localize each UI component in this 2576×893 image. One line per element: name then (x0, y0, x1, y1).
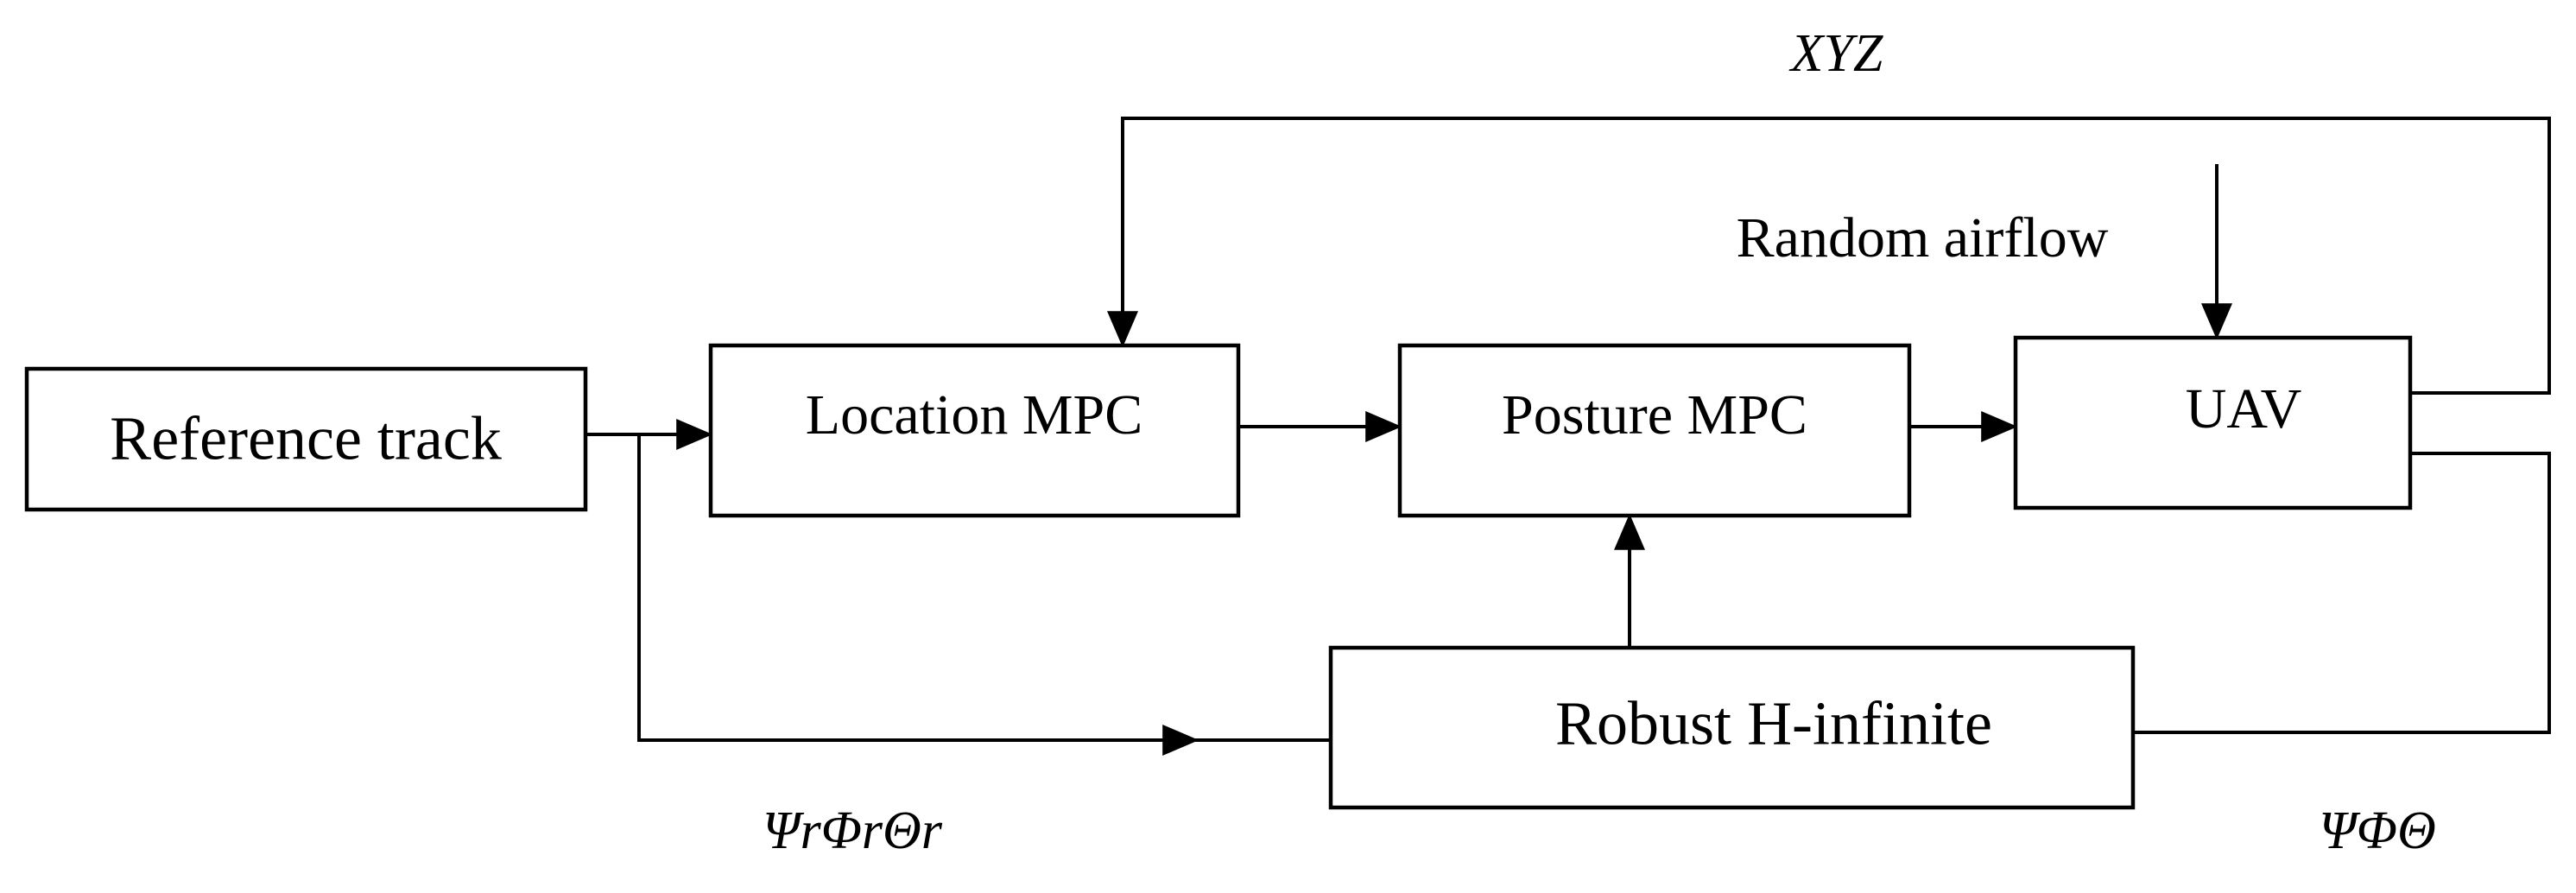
reference-track-block: Reference track (24, 366, 588, 512)
xyz-signal-label: XYZ (1788, 24, 1883, 83)
location-mpc-block: Location MPC (708, 343, 1241, 518)
reference-track-label: Reference track (110, 404, 502, 473)
reference-to-robust-path (637, 434, 1331, 742)
xyz-feedback-path (1107, 117, 2551, 395)
uav-label: UAV (2186, 377, 2301, 440)
posture-mpc-block: Posture MPC (1397, 343, 1912, 518)
measured-angles-label: ΨΦΘ (2319, 801, 2436, 860)
posture-mpc-label: Posture MPC (1502, 383, 1807, 446)
random-airflow-label: Random airflow (1737, 206, 2109, 269)
reference-angles-label: ΨrΦrΘr (763, 801, 943, 860)
uav-block: UAV (2013, 335, 2413, 510)
location-mpc-label: Location MPC (806, 383, 1143, 446)
robust-h-infinite-label: Robust H-infinite (1555, 689, 1992, 758)
angle-feedback-path (2133, 452, 2551, 734)
robust-h-infinite-block: Robust H-infinite (1328, 645, 2136, 810)
